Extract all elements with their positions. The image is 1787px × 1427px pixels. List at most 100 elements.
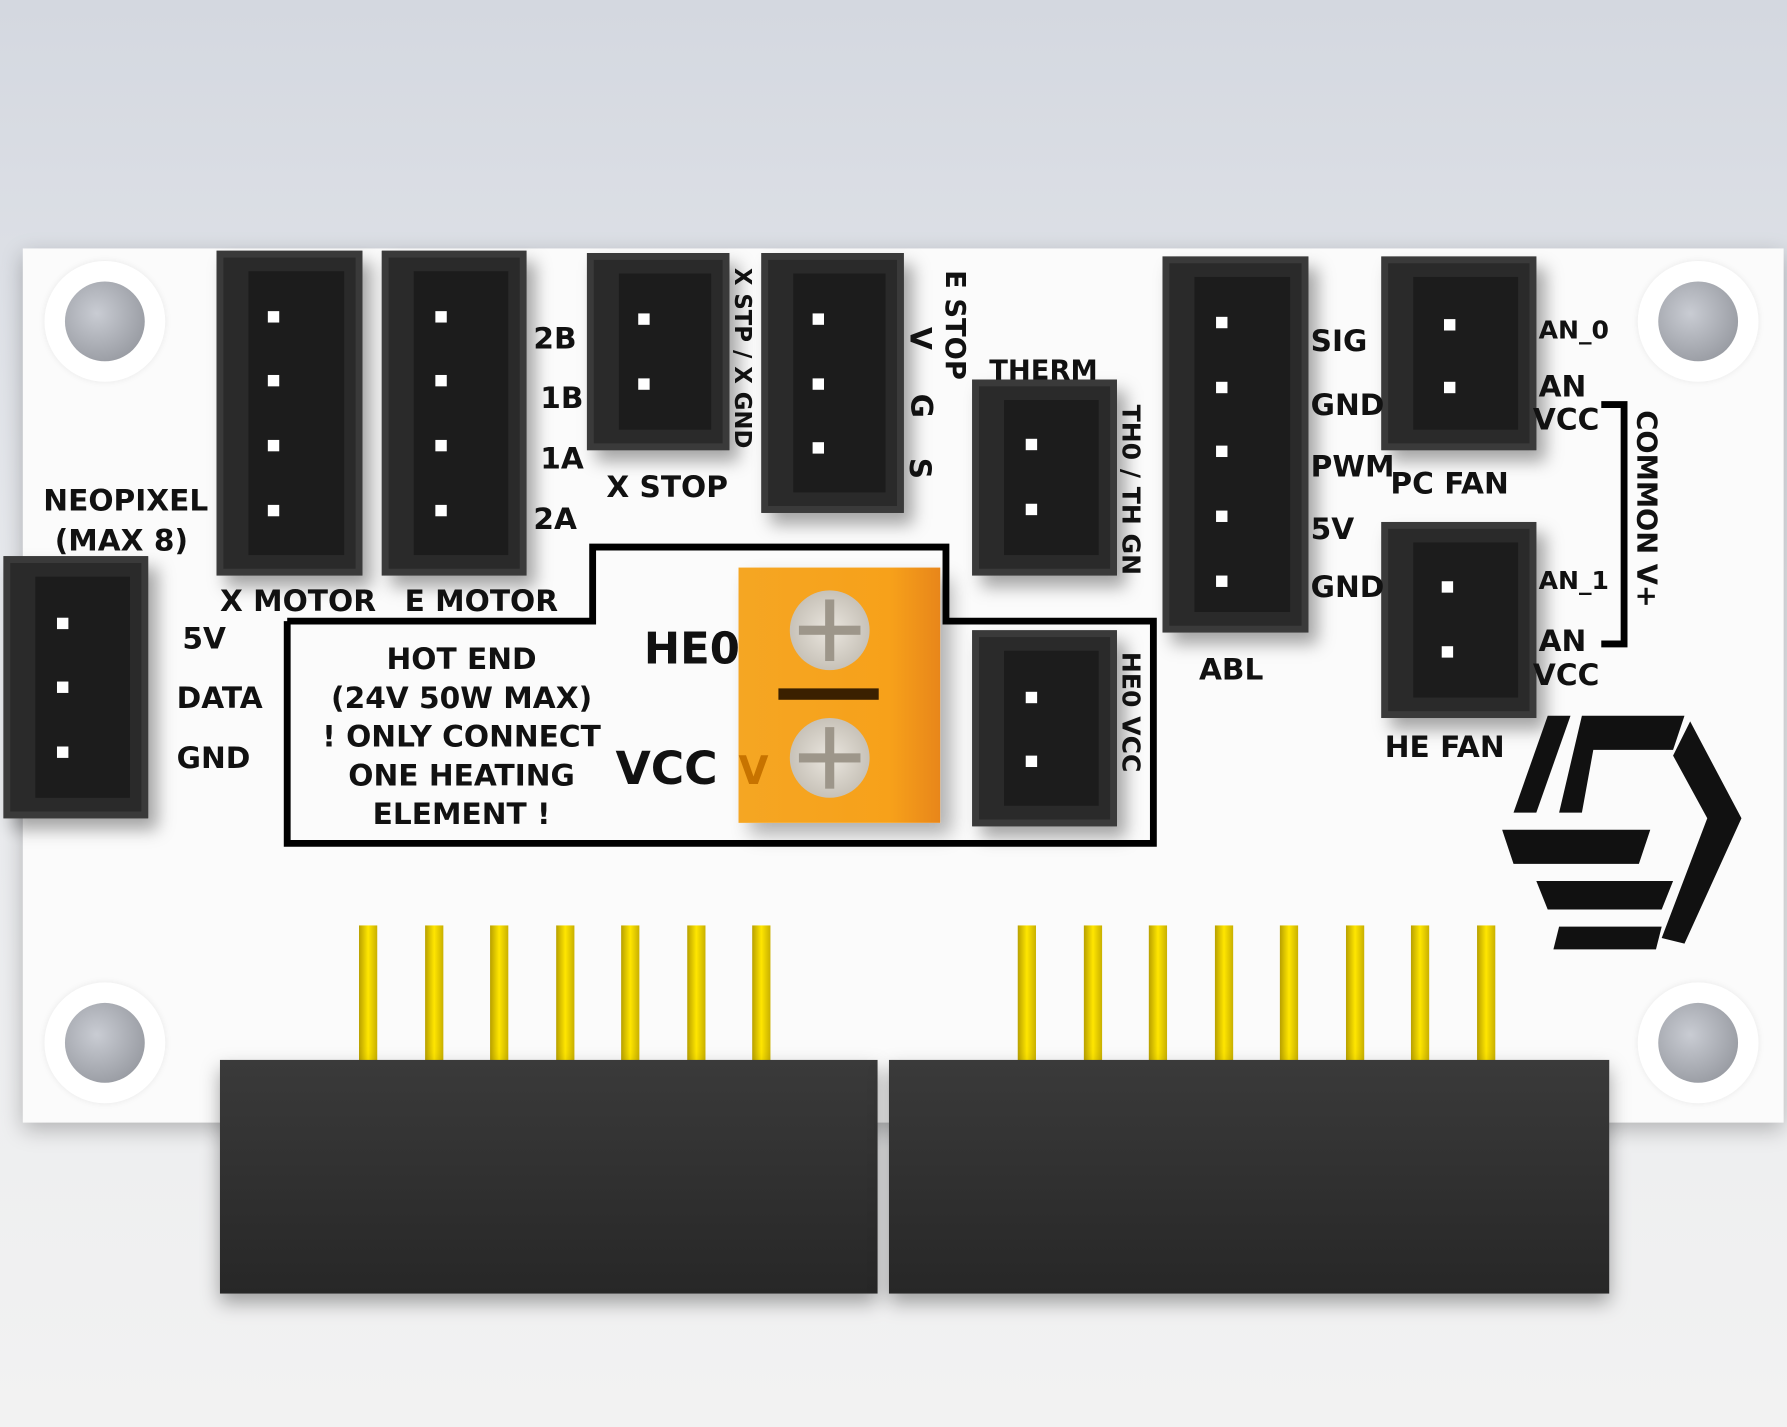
connector-pin	[435, 439, 447, 452]
he0-connector	[972, 630, 1117, 827]
label-x-motor: X MOTOR	[219, 584, 377, 619]
label-vcc: VCC	[615, 743, 718, 796]
label-e-v: V	[902, 327, 937, 350]
connector-pin	[1025, 503, 1038, 516]
label-fan-0: AN_0	[1538, 316, 1609, 346]
connector-pin	[638, 378, 650, 390]
label-fan-1-vcc: VCC	[1532, 658, 1600, 693]
connector-pin	[435, 504, 447, 517]
idc-header-left	[219, 1059, 878, 1294]
label-fan-1: AN_1	[1538, 567, 1609, 597]
idc-header-right	[888, 1059, 1610, 1294]
label-abl: ABL	[1198, 653, 1264, 688]
header-pin	[1476, 925, 1495, 1068]
connector-pin	[56, 681, 69, 693]
label-pc-fan: PC FAN	[1390, 467, 1509, 502]
terminal-divider	[778, 688, 879, 700]
connector-pin	[435, 374, 447, 387]
header-pin	[621, 925, 640, 1068]
label-fan-1-vcc: AN	[1538, 624, 1587, 659]
header-pin	[490, 925, 509, 1068]
neopixel-connector	[3, 556, 149, 819]
label-neopixel-max: (MAX 8)	[54, 524, 188, 559]
terminal-screw-icon	[789, 718, 870, 798]
header-pin	[1279, 925, 1299, 1068]
label-e-g: G	[903, 393, 938, 418]
e-stop-connector	[761, 253, 904, 513]
connector-pin	[56, 746, 69, 758]
label-abl-gnd: GND	[1310, 570, 1385, 606]
label-he0: HE0	[643, 623, 740, 674]
warning-line: ELEMENT !	[372, 797, 551, 832]
connector-pin	[638, 313, 650, 325]
x-stop-connector	[586, 253, 730, 451]
mounting-hole	[1658, 1002, 1739, 1083]
label-abl-sig: SIG	[1310, 324, 1368, 360]
terminal-screw-icon	[789, 590, 870, 671]
header-pin	[686, 925, 705, 1068]
label-neopixel: NEOPIXEL	[43, 484, 209, 519]
label-x-stop: X STOP	[606, 470, 728, 505]
connector-pin	[1444, 319, 1456, 331]
mounting-hole	[1658, 281, 1739, 362]
label-he-fan: HE FAN	[1384, 730, 1505, 765]
header-pin	[1214, 925, 1233, 1068]
label-np-gnd: GND	[176, 741, 251, 777]
header-pin	[1083, 925, 1102, 1068]
label-np-data: DATA	[176, 681, 263, 716]
label-e-s: S	[901, 457, 937, 480]
pc-fan-connector	[1381, 256, 1537, 451]
label-therm: THERM	[989, 354, 1098, 387]
header-pin	[424, 925, 443, 1068]
connector-pin	[267, 439, 280, 452]
connector-pin	[56, 617, 69, 630]
header-pin	[1410, 925, 1430, 1068]
label-abl-gnd: GND	[1310, 388, 1385, 423]
label-e-motor: E MOTOR	[404, 584, 559, 619]
label-x-stop-pins: X STP / X GND	[729, 267, 757, 449]
header-pin	[1345, 925, 1364, 1068]
label-np-5v: 5V	[182, 622, 226, 657]
connector-pin	[1216, 575, 1228, 587]
label-abl-pwm: PWM	[1310, 450, 1395, 485]
connector-pin	[1216, 316, 1228, 329]
header-pin	[1148, 925, 1168, 1068]
label-fan-0-vcc: AN	[1538, 370, 1587, 405]
label-1b: 1B	[540, 381, 584, 416]
connector-pin	[1216, 510, 1228, 522]
brand-logo	[1502, 715, 1742, 950]
x-motor-connector	[216, 250, 363, 576]
connector-pin	[267, 311, 280, 323]
connector-pin	[1441, 646, 1454, 658]
connector-pin	[1216, 381, 1228, 394]
label-2b: 2B	[533, 322, 577, 357]
label-vcc-v: V	[738, 748, 769, 795]
warning-line: HOT END	[386, 642, 537, 677]
mounting-hole	[64, 1002, 145, 1083]
label-common-v: COMMON V+	[1630, 410, 1663, 608]
he-fan-connector	[1381, 521, 1537, 719]
connector-pin	[435, 311, 447, 323]
warning-line: ONE HEATING	[348, 759, 575, 794]
connector-pin	[1444, 381, 1456, 394]
therm-connector	[972, 379, 1117, 576]
label-fan-0-vcc: VCC	[1532, 403, 1600, 438]
header-pin	[752, 925, 771, 1068]
label-he0-pins: HE0 VCC	[1115, 651, 1145, 773]
warning-line: ! ONLY CONNECT	[322, 720, 601, 755]
connector-pin	[1216, 445, 1228, 458]
label-therm-pins: TH0 / TH GN	[1115, 404, 1145, 576]
header-pin	[1017, 925, 1036, 1068]
e-motor-connector	[381, 250, 527, 576]
connector-pin	[1441, 581, 1454, 593]
hot-end-warning: HOT END (24V 50W MAX) ! ONLY CONNECT ONE…	[308, 645, 616, 830]
label-abl-5v: 5V	[1310, 512, 1355, 548]
connector-pin	[1025, 691, 1038, 704]
header-pin	[359, 925, 378, 1068]
abl-connector	[1162, 256, 1309, 633]
connector-pin	[812, 313, 825, 325]
connector-pin	[812, 378, 825, 390]
connector-pin	[267, 504, 280, 517]
